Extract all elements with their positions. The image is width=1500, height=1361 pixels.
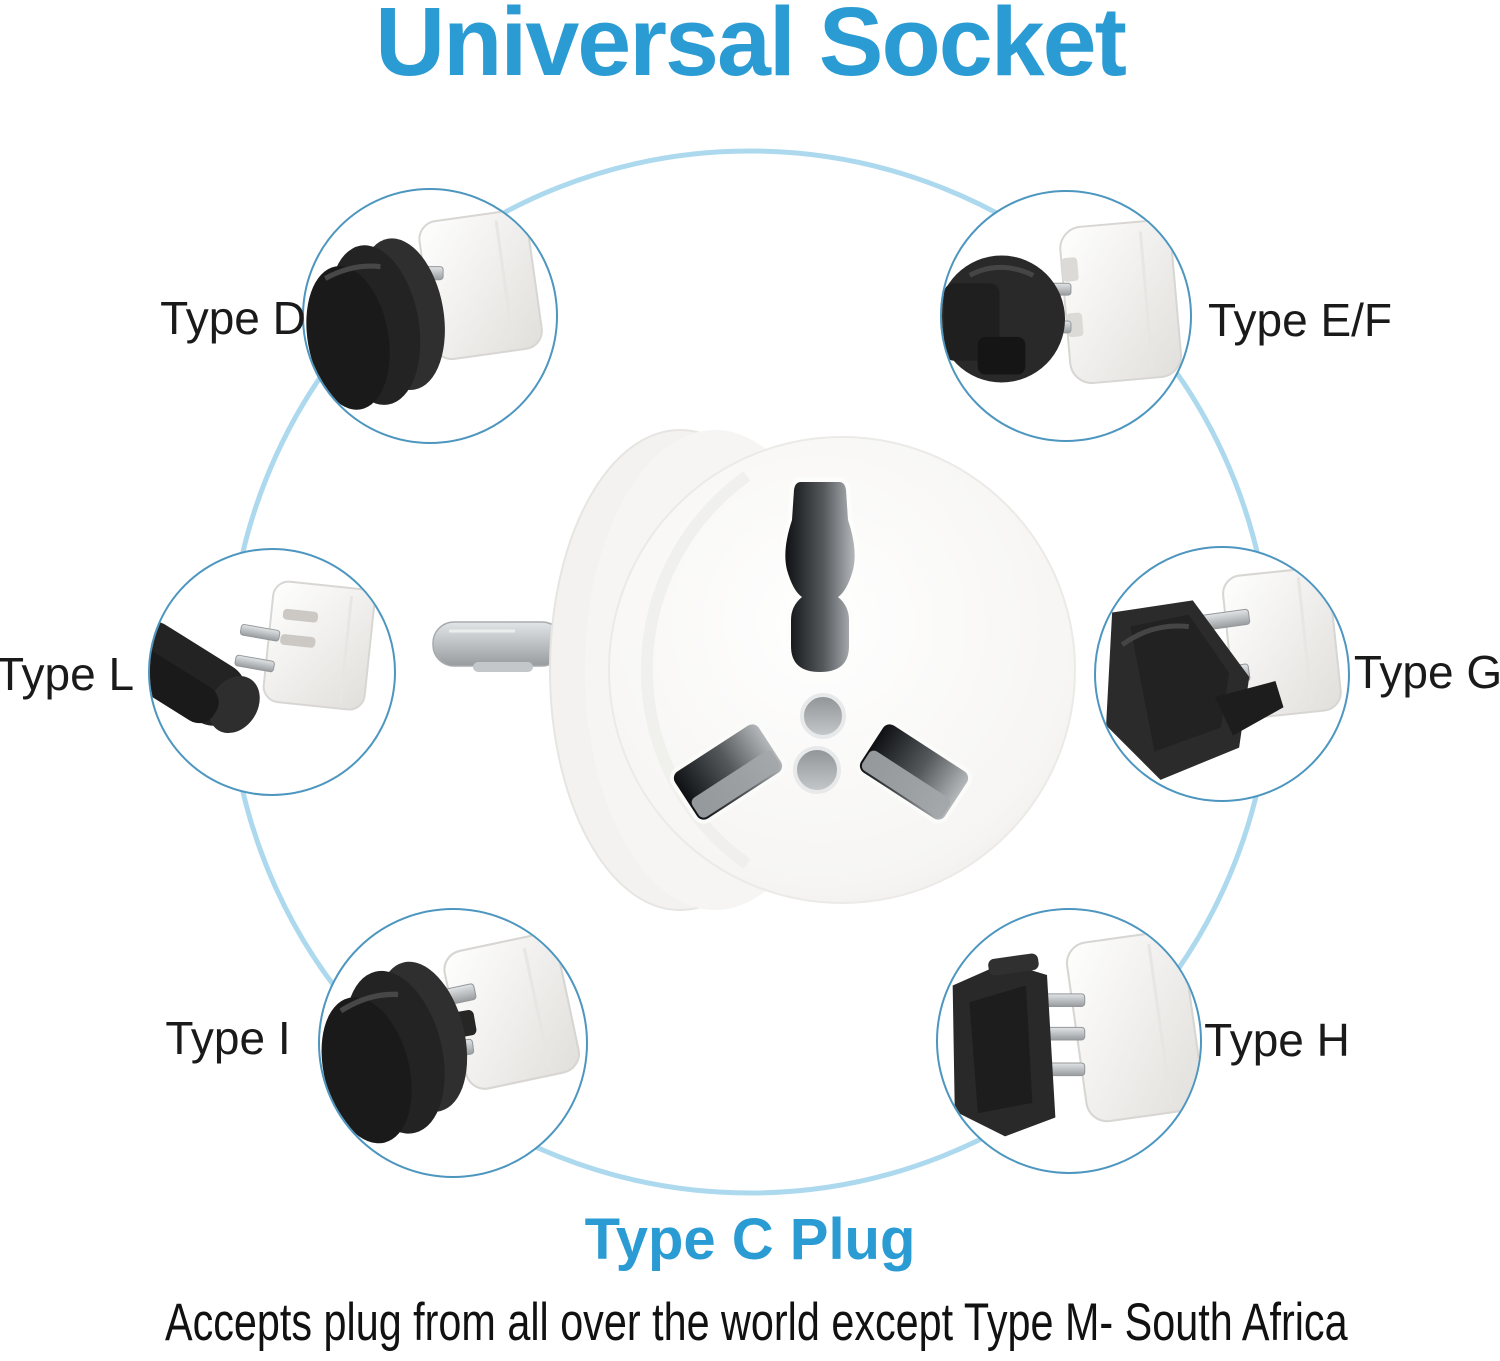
type-ef-label: Type E/F: [1207, 294, 1393, 346]
type-l-label: Type L: [0, 648, 135, 700]
left-angled-slot: [669, 720, 787, 824]
universal-socket-adapter: [432, 429, 1076, 911]
round-pin-holes: [793, 693, 846, 794]
type-l-callout: [148, 548, 396, 796]
type-g-plug-photo: [1106, 567, 1342, 780]
plug-type-heading: Type C Plug: [584, 1207, 916, 1272]
plug-pin: [432, 621, 564, 672]
type-i-callout: [318, 908, 588, 1178]
type-ef-plug-photo: [942, 219, 1182, 385]
type-h-callout: [936, 908, 1202, 1174]
type-g-callout: [1094, 546, 1350, 802]
type-h-plug-photo: [952, 930, 1200, 1137]
type-d-label: Type D: [160, 292, 306, 344]
page-title: Universal Socket: [375, 0, 1127, 96]
type-d-callout: [302, 188, 558, 444]
earth-slot: [780, 477, 860, 677]
type-i-label: Type I: [165, 1012, 291, 1064]
description-text: Accepts plug from all over the world exc…: [165, 1293, 1348, 1352]
type-h-label: Type H: [1204, 1014, 1350, 1066]
type-g-label: Type G: [1353, 646, 1500, 698]
type-ef-callout: [940, 190, 1192, 442]
type-l-plug-photo: [150, 580, 376, 734]
type-i-plug-photo: [321, 933, 580, 1144]
right-angled-slot: [855, 720, 973, 824]
type-d-plug-photo: [306, 209, 543, 410]
